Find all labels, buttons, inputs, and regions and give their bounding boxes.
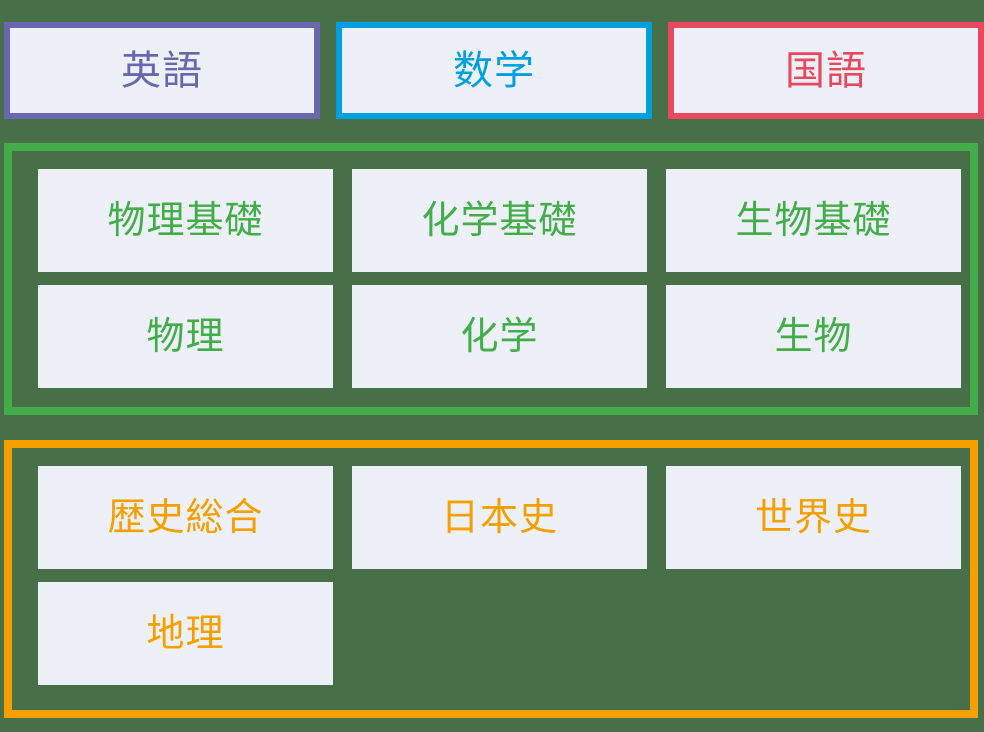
- subject-button-japanese-history[interactable]: 日本史: [352, 466, 647, 569]
- subject-button-biology-label: 生物: [774, 315, 853, 358]
- subject-card-english-label: 英語: [121, 48, 203, 93]
- subject-button-chemistry[interactable]: 化学: [352, 285, 647, 388]
- subject-button-world-history-label: 世界史: [754, 496, 872, 539]
- social-subject-row-1: 歴史総合 日本史 世界史: [12, 466, 970, 569]
- subject-button-physics[interactable]: 物理: [38, 285, 333, 388]
- subject-card-japanese[interactable]: 国語: [668, 22, 984, 119]
- social-subject-row-2: 地理: [12, 582, 970, 685]
- subject-button-geography[interactable]: 地理: [38, 582, 333, 685]
- subject-button-biology-basic[interactable]: 生物基礎: [666, 169, 961, 272]
- subject-button-chemistry-basic-label: 化学基礎: [421, 199, 578, 242]
- subject-slot-empty-1: [352, 582, 647, 685]
- language-subject-row: 英語 数学 国語: [4, 22, 984, 119]
- science-subject-row-2: 物理 化学 生物: [12, 285, 970, 388]
- subject-button-physics-label: 物理: [146, 315, 225, 358]
- social-studies-subject-group: 歴史総合 日本史 世界史 地理: [4, 440, 978, 718]
- science-subject-group: 物理基礎 化学基礎 生物基礎 物理 化学 生物: [4, 143, 978, 415]
- subject-button-chemistry-basic[interactable]: 化学基礎: [352, 169, 647, 272]
- subject-button-history-general-label: 歴史総合: [107, 496, 264, 539]
- subject-card-english[interactable]: 英語: [4, 22, 320, 119]
- subject-button-chemistry-label: 化学: [460, 315, 539, 358]
- science-subject-row-1: 物理基礎 化学基礎 生物基礎: [12, 169, 970, 272]
- subject-card-math[interactable]: 数学: [336, 22, 652, 119]
- subject-button-physics-basic-label: 物理基礎: [107, 199, 264, 242]
- subject-slot-empty-2: [666, 582, 961, 685]
- subject-button-biology[interactable]: 生物: [666, 285, 961, 388]
- subject-button-biology-basic-label: 生物基礎: [735, 199, 892, 242]
- subject-card-japanese-label: 国語: [785, 48, 867, 93]
- subject-card-math-label: 数学: [453, 48, 535, 93]
- subject-button-japanese-history-label: 日本史: [440, 496, 558, 539]
- subject-button-world-history[interactable]: 世界史: [666, 466, 961, 569]
- subject-button-physics-basic[interactable]: 物理基礎: [38, 169, 333, 272]
- subject-button-geography-label: 地理: [146, 612, 225, 655]
- subject-button-history-general[interactable]: 歴史総合: [38, 466, 333, 569]
